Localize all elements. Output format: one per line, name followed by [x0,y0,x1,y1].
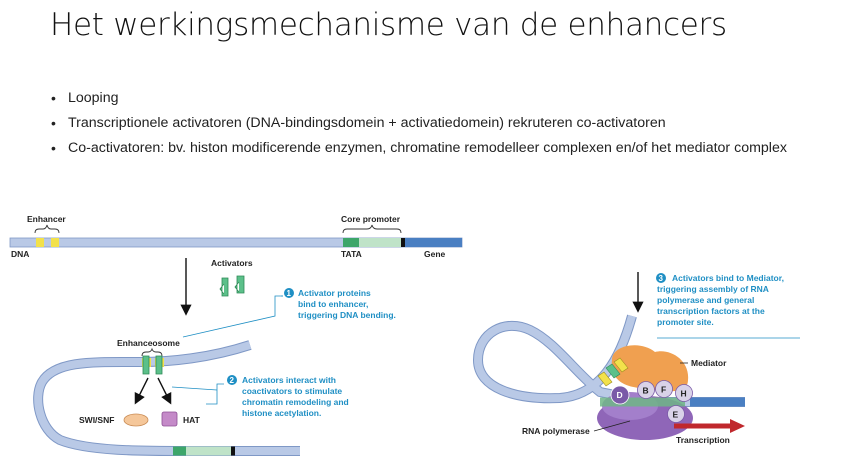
bullet-item: Looping [51,90,841,107]
bullet-item: Transcriptionele activatoren (DNA-bindin… [51,115,841,132]
swi-snf-label: SWI/SNF [79,415,114,425]
gtf-letter: E [673,410,679,420]
mediator-complex [611,345,689,392]
swi-snf-complex [123,413,149,427]
gene-region [405,238,462,247]
step-text: transcription factors at the [657,306,765,316]
step-text: Activator proteins [298,288,371,298]
transcription-label: Transcription [676,435,730,445]
rna-polymerase-complex [597,392,693,440]
enhancer-activators-looped [597,357,629,387]
bullet-list: Looping Transcriptionele activatoren (DN… [51,90,841,165]
enhancer-site [51,238,59,247]
step-text: bind to enhancer, [298,299,368,309]
step-text: histone acetylation. [242,408,321,418]
activator-proteins [219,275,245,297]
gtf-letter: H [681,389,687,399]
gtf-letter: B [643,386,649,396]
linear-dna [9,224,463,248]
enhanceosome-complex [142,355,164,375]
step-text: triggering DNA bending. [298,310,396,320]
activators-label: Activators [211,258,253,268]
rna-polymerase-label: RNA polymerase [522,426,590,436]
looped-dna [472,314,745,407]
hat-enzyme [161,411,178,427]
transcription-arrow [674,419,745,433]
gene-label: Gene [424,249,446,259]
step-text: triggering assembly of RNA [657,284,769,294]
general-transcription-factors: D B F H E [610,380,693,423]
bullet-item: Co-activatoren: bv. histon modificerende… [51,140,841,157]
gtf-letter: F [661,385,666,395]
mediator-label: Mediator [691,358,727,368]
step-text: chromatin remodeling and [242,397,349,407]
core-promoter-label: Core promoter [341,214,401,224]
step-text: coactivators to stimulate [242,386,342,396]
tata-box [343,238,359,247]
gtf-letter: D [617,390,623,400]
step-number: 3 [659,274,664,283]
hat-label: HAT [183,415,201,425]
enhancer-site [36,238,44,247]
enhancer-label: Enhancer [27,214,66,224]
core-promoter-region [359,238,401,247]
slide-title: Het werkingsmechanisme van de enhancers [50,7,727,43]
step-text: promoter site. [657,317,714,327]
bent-dna [33,340,300,457]
step-number: 2 [230,376,235,385]
step-text: Activators bind to Mediator, [672,273,784,283]
enhanceosome-label: Enhanceosome [117,338,180,348]
dna-label: DNA [11,249,29,259]
step-number: 1 [287,289,292,298]
step-text: polymerase and general [657,295,754,305]
step-text: Activators interact with [242,375,336,385]
tata-label: TATA [341,249,362,259]
